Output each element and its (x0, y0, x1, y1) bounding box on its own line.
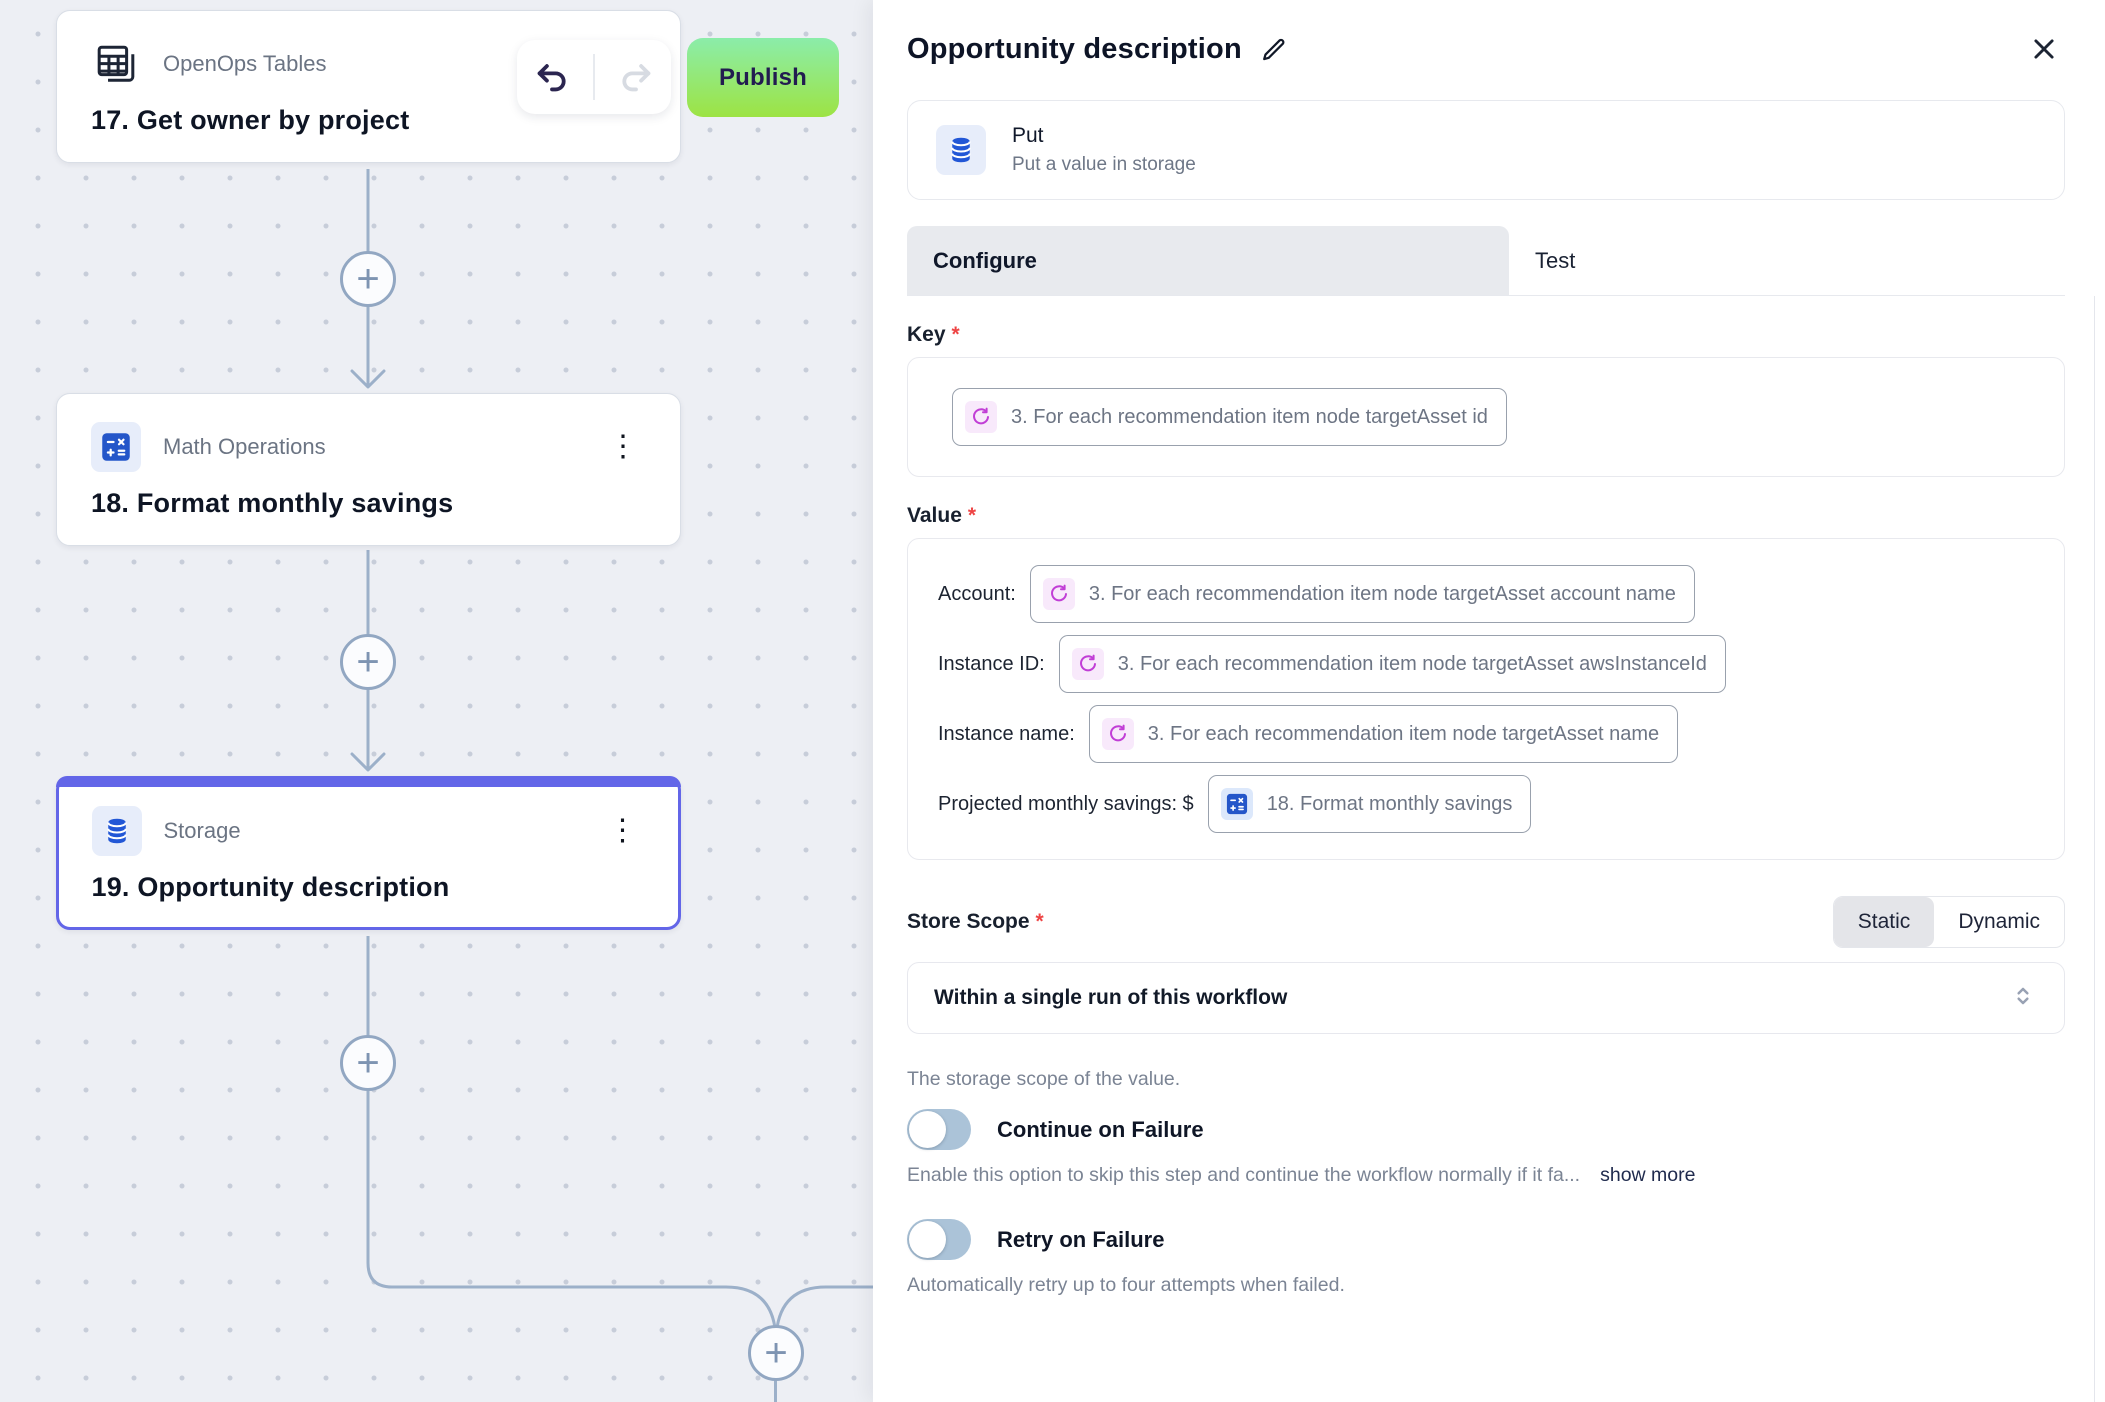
value-row-instance-name: Instance name: 3. For each recommendatio… (938, 705, 2034, 763)
continue-on-failure-row: Continue on Failure (907, 1109, 2065, 1150)
toggle-knob (909, 1111, 946, 1148)
continue-on-failure-toggle[interactable] (907, 1109, 971, 1150)
token-text: 3. For each recommendation item node tar… (1147, 722, 1660, 745)
close-panel-button[interactable] (2023, 28, 2065, 70)
token-text: 3. For each recommendation item node tar… (1117, 652, 1707, 675)
continue-on-failure-helper: Enable this option to skip this step and… (907, 1164, 1581, 1186)
kebab-menu-icon[interactable]: ⋮ (607, 813, 638, 847)
continue-on-failure-label: Continue on Failure (997, 1116, 1204, 1142)
retry-on-failure-label: Retry on Failure (997, 1226, 1165, 1252)
history-toolbar (517, 40, 671, 114)
store-scope-helper: The storage scope of the value. (907, 1068, 1181, 1090)
plus-icon: + (356, 257, 380, 301)
value-token-chip[interactable]: 18. Format monthly savings (1207, 775, 1532, 833)
add-step-button[interactable]: + (340, 251, 396, 307)
required-marker: * (951, 323, 960, 346)
key-token-chip[interactable]: 3. For each recommendation item node tar… (952, 388, 1507, 446)
loop-step-icon (1071, 648, 1104, 680)
storage-put-icon (936, 125, 986, 175)
loop-step-icon (1042, 578, 1075, 610)
loop-step-icon (965, 401, 997, 433)
node-app-label: Math Operations (163, 434, 326, 459)
retry-on-failure-toggle[interactable] (907, 1219, 971, 1260)
value-field-label: Value* (907, 504, 977, 527)
plus-icon: + (356, 1041, 380, 1085)
toolbar-divider (593, 54, 595, 100)
retry-on-failure-helper: Automatically retry up to four attempts … (907, 1274, 1345, 1296)
key-input[interactable]: 3. For each recommendation item node tar… (907, 357, 2065, 477)
plus-icon: + (764, 1331, 788, 1375)
plus-icon: + (356, 640, 380, 684)
kebab-menu-icon[interactable]: ⋮ (608, 430, 638, 463)
node-app-label: Storage (163, 817, 241, 843)
value-row-instance-id: Instance ID: 3. For each recommendation … (938, 635, 2034, 693)
key-field-label: Key* (907, 323, 960, 346)
action-card: Put Put a value in storage (907, 100, 2065, 200)
value-row-prefix: Instance name: (938, 722, 1075, 745)
token-text: 18. Format monthly savings (1266, 792, 1513, 815)
math-step-icon (1220, 788, 1253, 820)
node-title: 19. Opportunity description (91, 871, 450, 902)
action-name: Put (1012, 124, 1044, 147)
value-row-prefix: Instance ID: (938, 652, 1045, 675)
value-token-chip[interactable]: 3. For each recommendation item node tar… (1029, 565, 1695, 623)
value-row-account: Account: 3. For each recommendation item… (938, 565, 2034, 623)
store-scope-select[interactable]: Within a single run of this workflow (907, 962, 2065, 1034)
step-settings-panel: Opportunity description (873, 0, 2105, 1402)
undo-button[interactable] (522, 47, 582, 107)
required-marker: * (967, 504, 977, 527)
redo-button[interactable] (606, 47, 666, 107)
chevron-up-down-icon (2010, 983, 2036, 1014)
store-scope-row: Store Scope* Static Dynamic (907, 896, 2065, 948)
store-scope-selected-option: Within a single run of this workflow (934, 986, 1288, 1009)
mode-static[interactable]: Static (1833, 897, 1935, 947)
toggle-knob (909, 1221, 946, 1258)
publish-button[interactable]: Publish (687, 38, 839, 117)
panel-scrollbar[interactable] (2093, 296, 2095, 1402)
add-step-button[interactable]: + (340, 1035, 396, 1091)
selected-node-accent (56, 776, 681, 787)
loop-step-icon (1101, 718, 1134, 750)
show-more-link[interactable]: show more (1600, 1164, 1696, 1186)
value-input[interactable]: Account: 3. For each recommendation item… (907, 538, 2065, 860)
store-scope-mode-switch: Static Dynamic (1832, 896, 2065, 948)
value-token-chip[interactable]: 3. For each recommendation item node tar… (1058, 635, 1726, 693)
workflow-node-format-savings[interactable]: Math Operations ⋮ 18. Format monthly sav… (56, 393, 681, 546)
tab-test[interactable]: Test (1535, 247, 1576, 273)
tables-icon (91, 39, 141, 89)
value-row-prefix: Projected monthly savings: $ (938, 792, 1194, 815)
add-step-button[interactable]: + (748, 1325, 804, 1381)
panel-title: Opportunity description (907, 32, 1242, 65)
node-app-label: OpenOps Tables (163, 51, 327, 76)
token-text: 3. For each recommendation item node tar… (1088, 582, 1676, 605)
value-row-projected-savings: Projected monthly savings: $ 18. Format … (938, 775, 2034, 833)
mode-dynamic[interactable]: Dynamic (1958, 910, 2040, 933)
store-scope-label: Store Scope* (907, 910, 1044, 933)
action-description: Put a value in storage (1012, 154, 1196, 175)
token-text: 3. For each recommendation item node tar… (1011, 405, 1488, 428)
workflow-node-opportunity-description[interactable]: Storage ⋮ 19. Opportunity description (56, 776, 681, 930)
node-title: 17. Get owner by project (91, 105, 410, 135)
required-marker: * (1035, 910, 1044, 933)
edit-name-button[interactable] (1260, 36, 1288, 64)
tab-configure[interactable]: Configure (907, 226, 1509, 295)
panel-tabs: Configure Test (907, 226, 2065, 296)
retry-on-failure-row: Retry on Failure (907, 1219, 2065, 1260)
math-operations-icon (91, 422, 141, 472)
value-row-prefix: Account: (938, 582, 1016, 605)
connector-edges (350, 169, 873, 1402)
value-token-chip[interactable]: 3. For each recommendation item node tar… (1088, 705, 1679, 763)
add-step-button[interactable]: + (340, 634, 396, 690)
storage-icon (91, 805, 142, 856)
continue-on-failure-helper-row: Enable this option to skip this step and… (907, 1164, 2065, 1187)
panel-header: Opportunity description (907, 28, 2065, 70)
node-title: 18. Format monthly savings (91, 488, 454, 518)
workflow-canvas[interactable]: OpenOps Tables 17. Get owner by project (0, 0, 873, 1402)
